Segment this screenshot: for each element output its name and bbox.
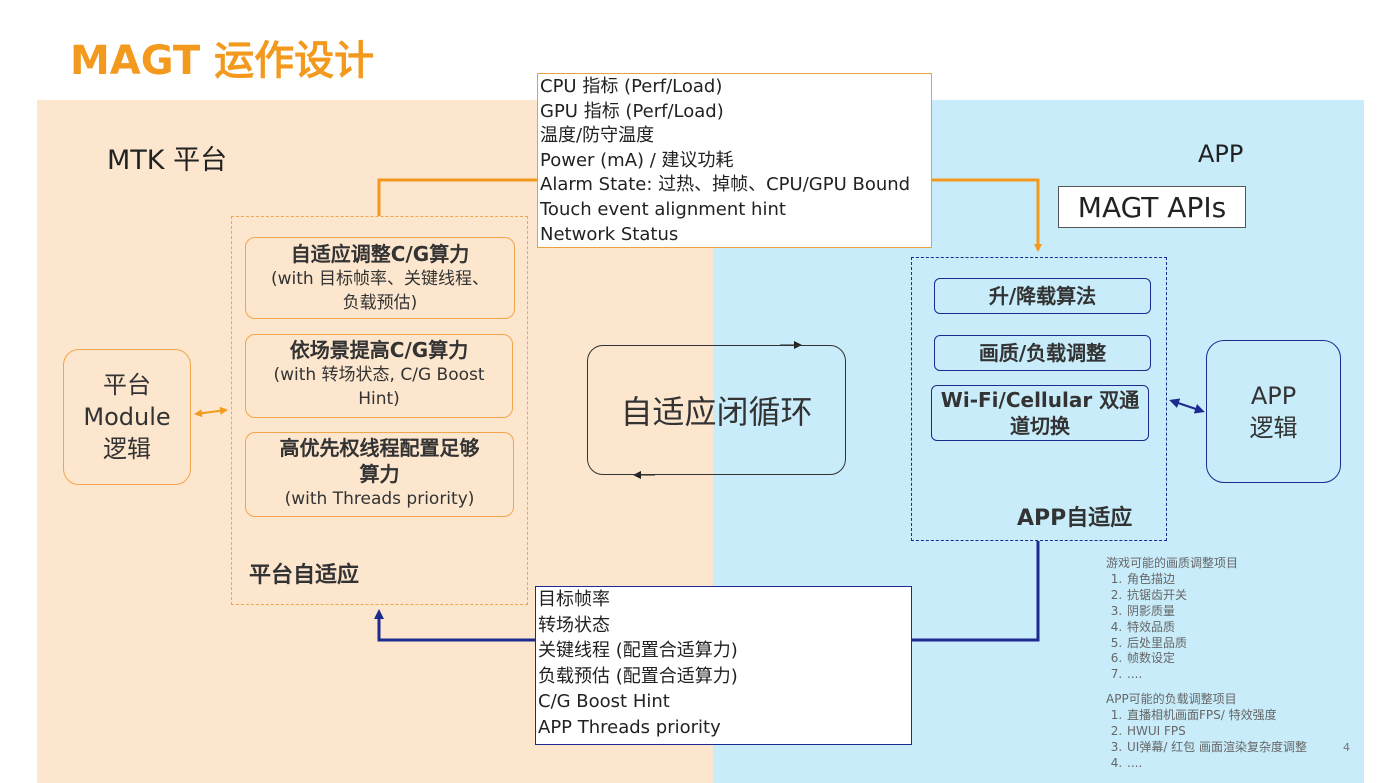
metric-line: Touch event alignment hint [540, 198, 786, 220]
mtk-platform-label: MTK 平台 [107, 145, 228, 176]
quality-load-label: 画质/负载调整 [978, 341, 1107, 365]
app-logic-line: 逻辑 [1249, 413, 1298, 442]
adaptive-cg-sub: (with 目标帧率、关键线程、 [270, 269, 490, 289]
list-item: 特效品质 [1126, 620, 1307, 636]
quality-notes-title: 游戏可能的画质调整项目 [1106, 556, 1239, 570]
metric-line: GPU 指标 (Perf/Load) [540, 100, 724, 122]
scene-boost-heading: 依场景提高C/G算力 [289, 338, 469, 362]
adaptive-cg-box: 自适应调整C/G算力 (with 目标帧率、关键线程、 负载预估) [245, 237, 515, 319]
list-item: 角色描边 [1126, 572, 1307, 588]
load-algorithm-label: 升/降载算法 [988, 284, 1097, 308]
metric-line: Alarm State: 过热、掉帧、CPU/GPU Bound [540, 174, 911, 196]
app-hints-box: 目标帧率 转场状态 关键线程 (配置合适算力) 负载预估 (配置合适算力) C/… [535, 586, 912, 745]
platform-module-box: 平台 Module 逻辑 [63, 349, 191, 485]
network-switch-label: 道切换 [1010, 414, 1070, 438]
module-line: Module [83, 403, 171, 431]
network-switch-label: Wi-Fi/Cellular 双通 [940, 388, 1140, 412]
list-item: 后处里品质 [1126, 636, 1307, 652]
thread-priority-box: 高优先权线程配置足够 算力 (with Threads priority) [245, 432, 514, 517]
thread-priority-heading: 算力 [359, 462, 400, 486]
hint-line: 关键线程 (配置合适算力) [538, 640, 738, 662]
adaptive-cg-sub: 负载预估) [342, 293, 418, 313]
app-label: APP [1198, 140, 1244, 168]
metric-line: Power (mA) / 建议功耗 [540, 149, 734, 171]
app-adaptive-label: APP自适应 [1017, 506, 1133, 531]
hint-line: APP Threads priority [538, 716, 721, 738]
scene-boost-sub: Hint) [358, 389, 400, 409]
quality-load-box: 画质/负载调整 [934, 335, 1151, 371]
app-adaptive-group [911, 257, 1167, 541]
scene-boost-sub: (with 转场状态, C/G Boost [273, 365, 485, 385]
thread-priority-heading: 高优先权线程配置足够 [279, 436, 480, 460]
metric-line: 温度/防守温度 [540, 125, 655, 147]
list-item: 帧数设定 [1126, 651, 1307, 667]
hint-line: 目标帧率 [538, 589, 610, 610]
network-switch-box: Wi-Fi/Cellular 双通 道切换 [931, 385, 1149, 441]
load-notes-list: 直播相机画面FPS/ 特效强度 HWUI FPS UI弹幕/ 红包 画面渲染复杂… [1106, 708, 1307, 772]
list-item: 阴影质量 [1126, 604, 1307, 620]
list-item: UI弹幕/ 红包 画面渲染复杂度调整 [1126, 740, 1307, 756]
metric-line: Network Status [540, 223, 679, 245]
scene-boost-box: 依场景提高C/G算力 (with 转场状态, C/G Boost Hint) [245, 334, 513, 418]
adaptive-loop-box: 自适应闭循环 [587, 345, 846, 475]
list-item: HWUI FPS [1126, 724, 1307, 740]
quality-notes-list: 角色描边 抗锯齿开关 阴影质量 特效品质 后处里品质 帧数设定 .... [1106, 572, 1307, 683]
load-notes-title: APP可能的负载调整项目 [1106, 692, 1237, 707]
page-number: 4 [1343, 741, 1350, 754]
adjustment-notes: 游戏可能的画质调整项目 角色描边 抗锯齿开关 阴影质量 特效品质 后处里品质 帧… [1106, 556, 1307, 772]
app-logic-line: APP [1250, 381, 1297, 410]
load-algorithm-box: 升/降载算法 [934, 278, 1151, 314]
platform-adaptive-group [231, 216, 528, 605]
list-item: 直播相机画面FPS/ 特效强度 [1126, 708, 1307, 724]
magt-apis-box: MAGT APIs [1058, 186, 1246, 228]
platform-metrics-box: CPU 指标 (Perf/Load) GPU 指标 (Perf/Load) 温度… [537, 73, 932, 248]
module-line: 平台 [103, 371, 151, 399]
page-title: MAGT 运作设计 [70, 38, 375, 84]
list-item: 抗锯齿开关 [1126, 588, 1307, 604]
adaptive-cg-heading: 自适应调整C/G算力 [290, 242, 470, 266]
adaptive-loop-label: 自适应闭循环 [620, 393, 813, 431]
list-item: .... [1126, 667, 1307, 683]
hint-line: 负载预估 (配置合适算力) [538, 665, 738, 687]
hint-line: 转场状态 [538, 614, 610, 636]
metric-line: CPU 指标 (Perf/Load) [540, 76, 723, 97]
thread-priority-sub: (with Threads priority) [284, 489, 475, 509]
hint-line: C/G Boost Hint [538, 691, 670, 713]
module-line: 逻辑 [103, 435, 151, 463]
app-logic-box: APP 逻辑 [1206, 340, 1341, 483]
list-item: .... [1126, 756, 1307, 772]
platform-adaptive-label: 平台自适应 [249, 563, 360, 588]
